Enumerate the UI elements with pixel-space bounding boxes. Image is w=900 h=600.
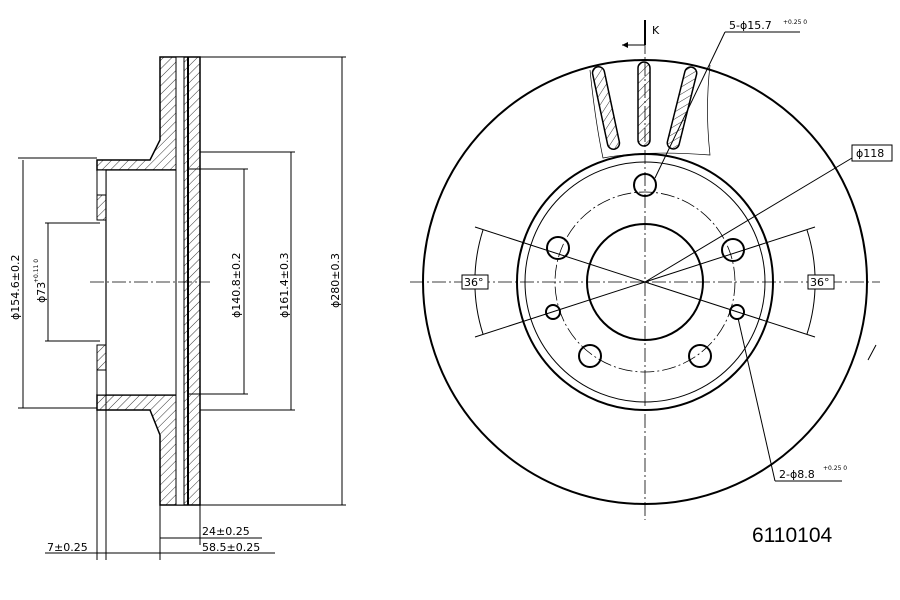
angle-right-label: 36° xyxy=(810,276,830,289)
vent-slots xyxy=(589,61,711,159)
part-number: 6110104 xyxy=(752,524,833,547)
section-mark-k: K xyxy=(652,24,660,37)
dim-d154: ϕ154.6±0.2 xyxy=(9,255,22,320)
pin-holes-label: 2-ϕ8.8 xyxy=(779,468,815,481)
dim-d140: ϕ140.8±0.2 xyxy=(230,253,243,318)
side-section-view: ϕ154.6±0.2 ϕ73 +0.11 0 ϕ140.8±0.2 ϕ161.4… xyxy=(9,56,346,560)
dim-d73-tol: +0.11 0 xyxy=(33,259,40,283)
pin-holes-tol: +0.25 0 xyxy=(823,465,847,472)
hub-cavity xyxy=(105,169,181,396)
dim-d280: ϕ280±0.3 xyxy=(329,253,342,308)
dim-d73: ϕ73 xyxy=(35,282,48,303)
bolt-holes xyxy=(545,173,745,368)
dim-w58: 58.5±0.25 xyxy=(202,541,260,554)
dim-w7: 7±0.25 xyxy=(47,541,88,554)
bolt-holes-label: 5-ϕ15.7 xyxy=(729,19,772,32)
pcd-label: ϕ118 xyxy=(856,147,884,160)
dim-d161: ϕ161.4±0.3 xyxy=(278,253,291,318)
angle-left-label: 36° xyxy=(464,276,484,289)
front-view: 36° 36° K 5-ϕ15.7 +0.25 0 ϕ118 2-ϕ8.8 +0… xyxy=(410,19,893,520)
bolt-holes-tol: +0.25 0 xyxy=(783,19,807,26)
dim-w24: 24±0.25 xyxy=(202,525,250,538)
